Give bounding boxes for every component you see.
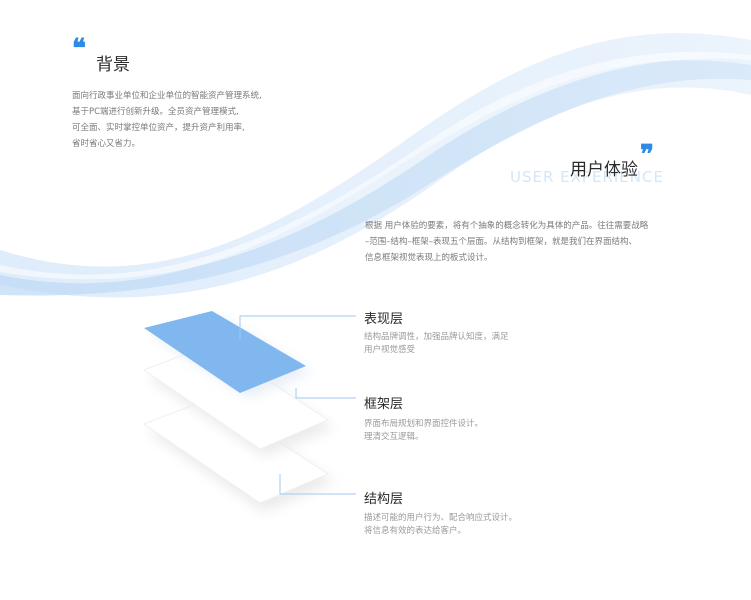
user-experience-subtitle: USER EXPERIENCE <box>510 168 664 186</box>
user-experience-title: 用户体验 <box>570 160 638 180</box>
background-title: 背景 <box>96 55 130 75</box>
background-description-line: 可全面、实时掌控单位资产，提升资产利用率, <box>72 123 245 133</box>
presentation-layer-description-line: 用户视觉感受 <box>364 345 416 355</box>
framework-layer-description-line: 理清交互逻辑。 <box>364 432 424 442</box>
framework-layer-description: 界面布局规划和界面控件设计。 理清交互逻辑。 <box>364 418 483 444</box>
framework-layer-connector <box>295 388 356 399</box>
structure-layer-description-line: 描述可能的用户行为、配合响应式设计。 <box>364 513 518 523</box>
presentation-layer-plate <box>144 311 306 393</box>
structure-layer-connector <box>279 474 356 495</box>
framework-layer-description-line: 界面布局规划和界面控件设计。 <box>364 419 484 429</box>
presentation-layer-description: 结构品牌调性，加强品牌认知度，满足 用户视觉感受 <box>364 331 509 357</box>
quote-icon: ❞ <box>640 140 654 170</box>
structure-layer-plate <box>142 397 330 504</box>
quote-icon: ❝ <box>72 34 86 64</box>
user-experience-description-line: –范围–结构–框架–表现五个层面。从结构到框架，就是我们在界面结构、 <box>365 237 638 247</box>
background-description-line: 省时省心又省力。 <box>72 139 141 149</box>
background-description-line: 面向行政事业单位和企业单位的智能资产管理系统, <box>72 91 262 101</box>
background-description-line: 基于PC端进行创新升级。全员资产管理模式, <box>72 107 239 117</box>
framework-layer-label: 框架层 <box>364 397 404 412</box>
presentation-layer-description-line: 结构品牌调性，加强品牌认知度，满足 <box>364 332 509 342</box>
background-description: 面向行政事业单位和企业单位的智能资产管理系统, 基于PC端进行创新升级。全员资产… <box>72 88 262 152</box>
user-experience-description-line: 信息框架视觉表现上的板式设计。 <box>365 253 493 263</box>
user-experience-description-line: 根据 用户体验的要素，将有个抽象的概念转化为具体的产品。往往需要战略 <box>365 221 649 231</box>
structure-layer-description-line: 将信息有效的表达给客户。 <box>364 526 467 536</box>
presentation-layer-label: 表现层 <box>364 312 404 327</box>
presentation-layer-connector <box>239 315 356 340</box>
user-experience-description: 根据 用户体验的要素，将有个抽象的概念转化为具体的产品。往往需要战略 –范围–结… <box>365 218 648 266</box>
structure-layer-description: 描述可能的用户行为、配合响应式设计。 将信息有效的表达给客户。 <box>364 512 517 538</box>
structure-layer-label: 结构层 <box>364 492 404 507</box>
